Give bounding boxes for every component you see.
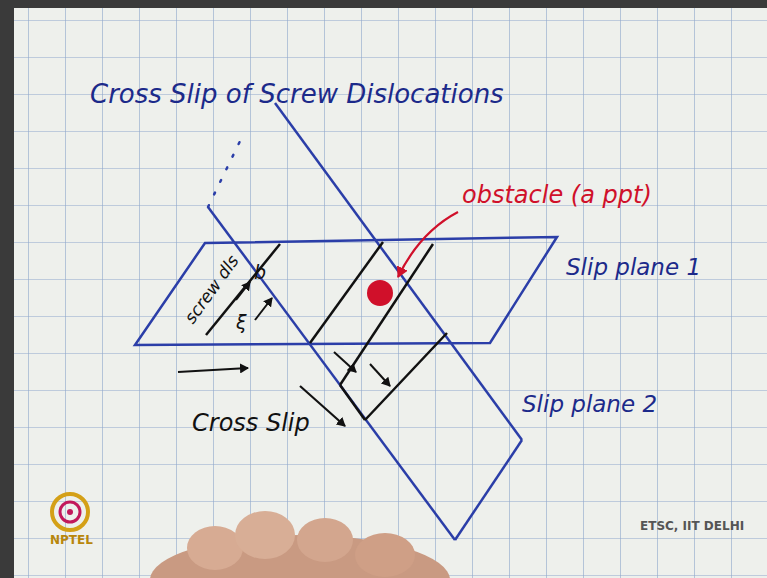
obstacle-label: obstacle (a ppt) [462, 182, 652, 208]
vector-label: b [254, 262, 266, 283]
plane-label: Slip plane 1 [566, 255, 701, 280]
watermark: ETSC, IIT DELHI [640, 520, 744, 533]
plane-label: Slip plane 2 [522, 392, 657, 417]
logo-text: NPTEL [50, 534, 93, 547]
vector-label: ξ [236, 312, 247, 333]
motion-label: Cross Slip [192, 410, 310, 436]
diagram-title: Cross Slip of Screw Dislocations [90, 80, 504, 109]
